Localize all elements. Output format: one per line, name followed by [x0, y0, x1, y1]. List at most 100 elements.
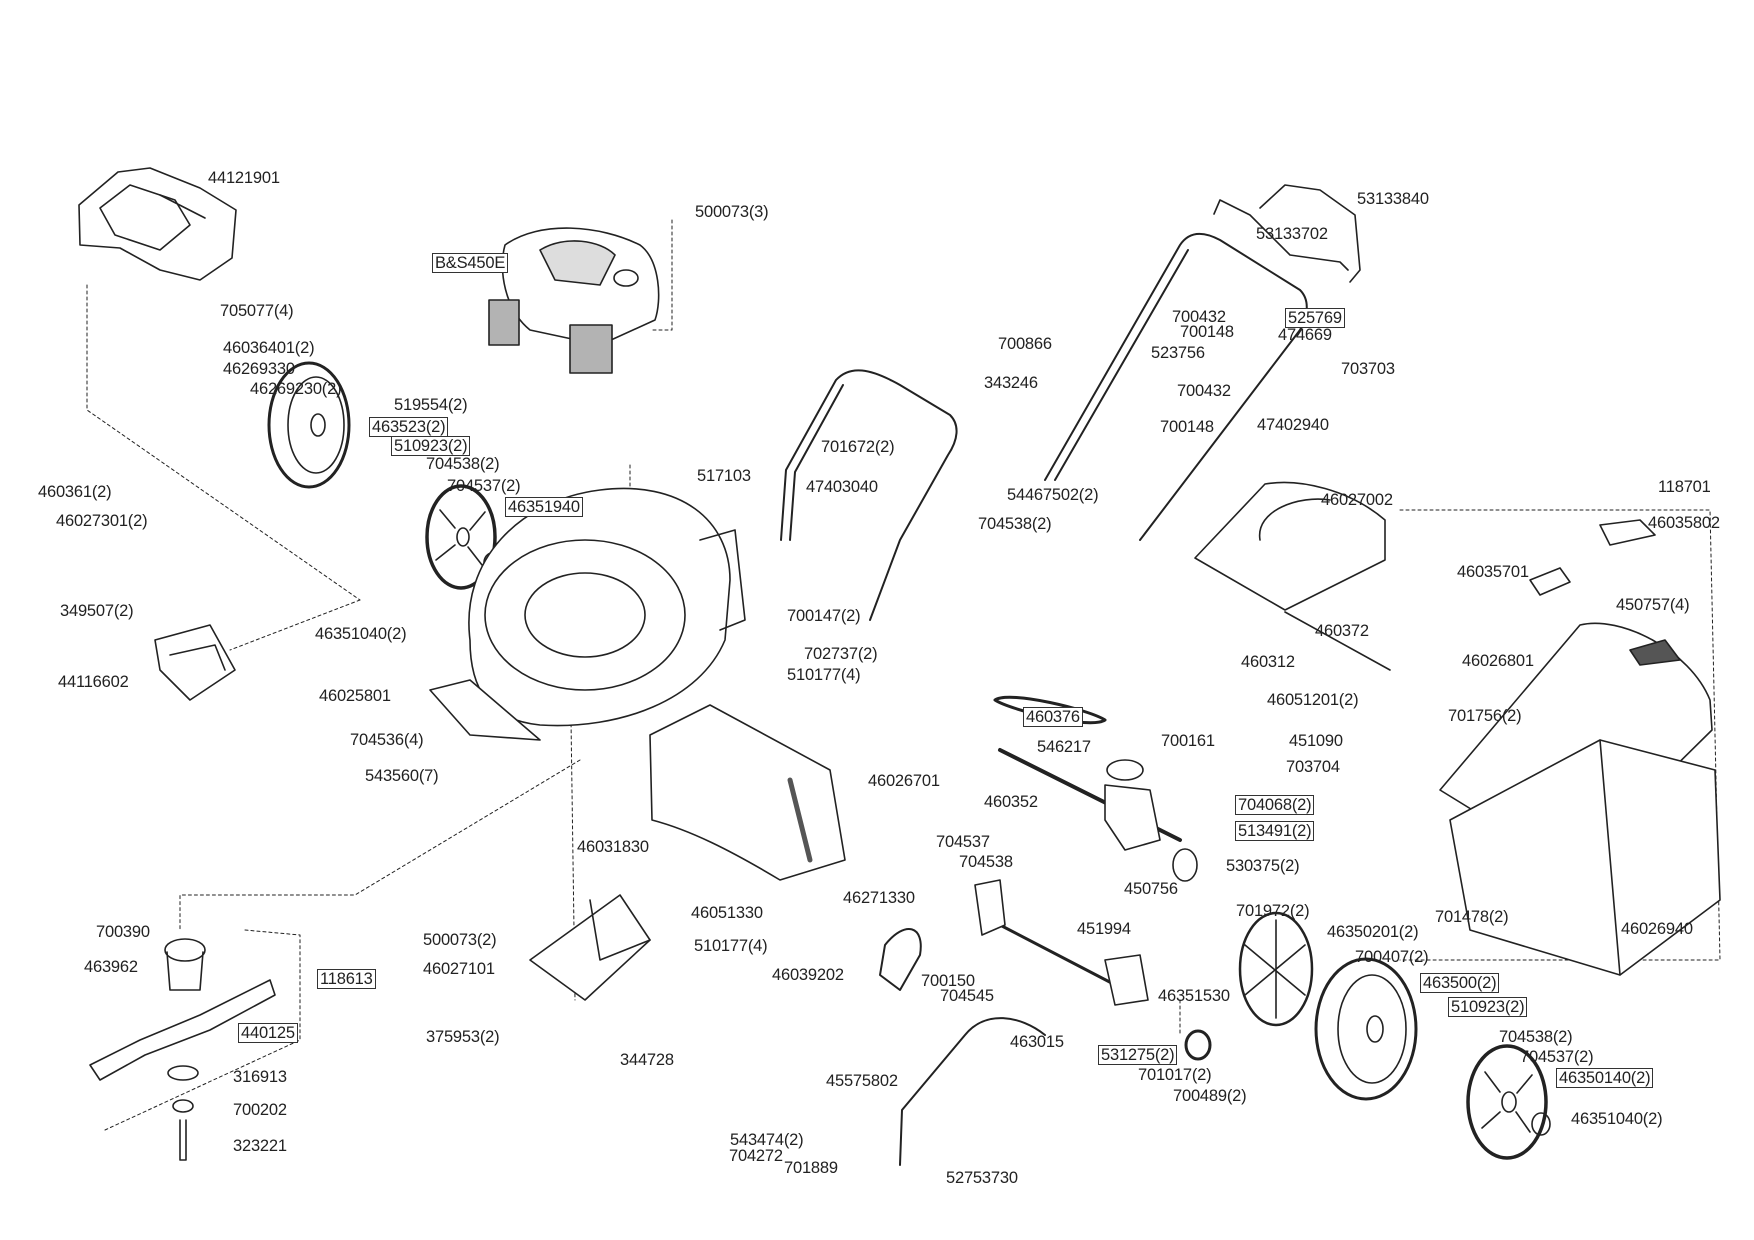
- part-number-label: 46350201(2): [1327, 923, 1419, 941]
- part-number-label: 46026940: [1621, 920, 1693, 938]
- part-number-label: 474669: [1278, 326, 1332, 344]
- part-number-label: 46039202: [772, 966, 844, 984]
- part-number-label: 46031830: [577, 838, 649, 856]
- part-number-label: 510177(4): [694, 937, 768, 955]
- part-number-label: 531275(2): [1098, 1045, 1178, 1065]
- right-wheel-part: [1314, 957, 1418, 1101]
- part-number-label: 375953(2): [426, 1028, 500, 1046]
- lower-handle-part: [780, 369, 958, 621]
- part-number-label: 543474(2): [730, 1131, 804, 1149]
- part-number-label: 701756(2): [1448, 707, 1522, 725]
- part-number-label: 52753730: [946, 1169, 1018, 1187]
- part-number-label: 701478(2): [1435, 908, 1509, 926]
- part-number-label: 704537: [936, 833, 990, 851]
- part-number-label: 53133840: [1357, 190, 1429, 208]
- grass-box-part: [1439, 519, 1721, 976]
- part-number-label: 704538: [959, 853, 1013, 871]
- part-number-label: 46051330: [691, 904, 763, 922]
- part-number-label: 700202: [233, 1101, 287, 1119]
- part-number-label: 705077(4): [220, 302, 294, 320]
- part-number-label: 700161: [1161, 732, 1215, 750]
- part-number-label: 543560(7): [365, 767, 439, 785]
- side-deflector-part: [154, 624, 236, 701]
- part-number-label: 700407(2): [1355, 948, 1429, 966]
- part-number-label: 701017(2): [1138, 1066, 1212, 1084]
- part-number-label: 451994: [1077, 920, 1131, 938]
- part-number-label: 46350140(2): [1556, 1068, 1654, 1088]
- part-number-label: 46027301(2): [56, 512, 148, 530]
- part-number-label: 704545: [940, 987, 994, 1005]
- part-number-label: 46026801: [1462, 652, 1534, 670]
- part-number-label: 46269330: [223, 360, 295, 378]
- part-number-label: 704538(2): [426, 455, 500, 473]
- part-number-label: 700148: [1180, 323, 1234, 341]
- drive-lever-part: [879, 928, 1046, 1166]
- part-number-label: 46025801: [319, 687, 391, 705]
- part-number-label: 700148: [1160, 418, 1214, 436]
- inner-wheel-plate-part: [1238, 911, 1314, 1027]
- assembly-guide-lines: [86, 219, 1721, 1131]
- part-number-label: 704536(4): [350, 731, 424, 749]
- part-number-label: 500073(2): [423, 931, 497, 949]
- blade-part: [89, 938, 276, 1161]
- part-number-label: 53133702: [1256, 225, 1328, 243]
- part-number-label: 704272: [729, 1147, 783, 1165]
- part-number-label: B&S450E: [432, 253, 509, 273]
- mulch-plug-part: [529, 894, 651, 1001]
- rear-chute-part: [649, 704, 846, 881]
- part-number-label: 47402940: [1257, 416, 1329, 434]
- part-number-label: 463962: [84, 958, 138, 976]
- part-number-label: 702737(2): [804, 645, 878, 663]
- part-number-label: 450757(4): [1616, 596, 1690, 614]
- part-number-label: 510177(4): [787, 666, 861, 684]
- part-number-label: 460312: [1241, 653, 1295, 671]
- part-number-label: 704068(2): [1235, 795, 1315, 815]
- part-number-label: 118701: [1658, 478, 1711, 496]
- part-number-label: 701672(2): [821, 438, 895, 456]
- part-number-label: 46351040(2): [1571, 1110, 1663, 1128]
- engine-cover-part: [78, 167, 237, 281]
- part-number-label: 517103: [697, 467, 751, 485]
- part-number-label: 460376: [1023, 707, 1083, 727]
- part-number-label: 463015: [1010, 1033, 1064, 1051]
- part-number-label: 510923(2): [1448, 997, 1528, 1017]
- part-number-label: 46269230(2): [250, 380, 342, 398]
- part-number-label: 450756: [1124, 880, 1178, 898]
- part-number-label: 700147(2): [787, 607, 861, 625]
- part-number-label: 46051201(2): [1267, 691, 1359, 709]
- part-number-label: 510923(2): [391, 436, 471, 456]
- part-number-label: 344728: [620, 1051, 674, 1069]
- part-number-label: 349507(2): [60, 602, 134, 620]
- part-number-label: 546217: [1037, 738, 1091, 756]
- part-number-label: 700866: [998, 335, 1052, 353]
- mower-deck-part: [429, 487, 746, 741]
- part-number-label: 704537(2): [1520, 1048, 1594, 1066]
- part-number-label: 44116602: [58, 673, 129, 691]
- part-number-label: 703704: [1286, 758, 1340, 776]
- part-number-label: 701972(2): [1236, 902, 1310, 920]
- part-number-label: 44121901: [208, 169, 280, 187]
- part-number-label: 701889: [784, 1159, 838, 1177]
- part-number-label: 500073(3): [695, 203, 769, 221]
- part-number-label: 46027002: [1321, 491, 1393, 509]
- part-number-label: 530375(2): [1226, 857, 1300, 875]
- bail-part: [1213, 184, 1361, 283]
- part-number-label: 46351940: [505, 497, 583, 517]
- part-number-label: 118613: [317, 969, 376, 989]
- part-number-label: 463523(2): [369, 417, 449, 437]
- part-number-label: 440125: [238, 1023, 298, 1043]
- part-number-label: 54467502(2): [1007, 486, 1099, 504]
- part-number-label: 704538(2): [1499, 1028, 1573, 1046]
- rear-flap-part: [1194, 481, 1391, 671]
- part-number-label: 700432: [1172, 308, 1226, 326]
- part-number-label: 525769: [1285, 308, 1345, 328]
- left-wheel-part: [267, 361, 351, 489]
- part-number-label: 460372: [1315, 622, 1369, 640]
- part-number-label: 703703: [1341, 360, 1395, 378]
- part-number-label: 46035802: [1648, 514, 1720, 532]
- part-number-label: 47403040: [806, 478, 878, 496]
- part-number-label: 46351530: [1158, 987, 1230, 1005]
- part-number-label: 519554(2): [394, 396, 468, 414]
- engine-part: [488, 227, 660, 374]
